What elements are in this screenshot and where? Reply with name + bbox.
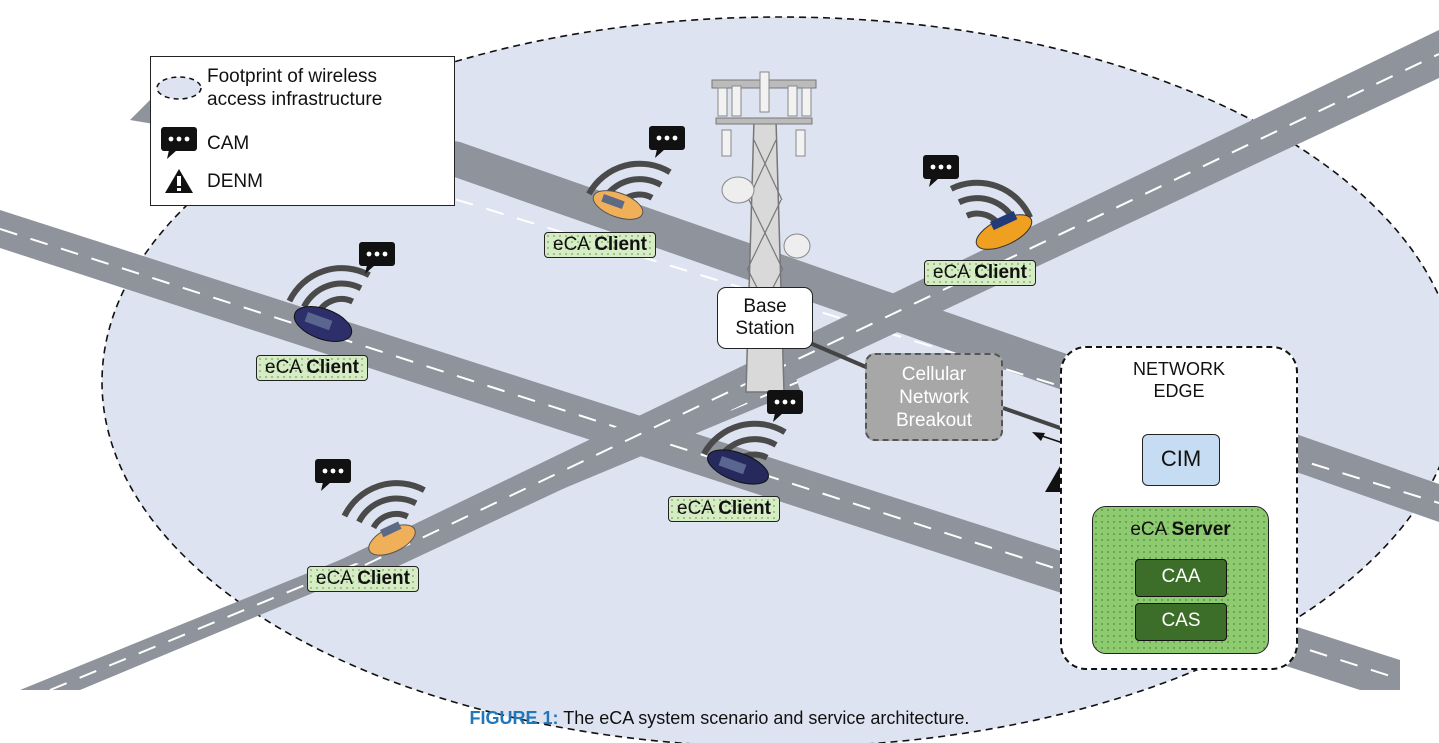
figure-label: FIGURE 1: [469, 708, 559, 728]
breakout-line1: Cellular [901, 363, 967, 385]
server-prefix: eCA [1130, 519, 1167, 540]
client-prefix: eCA [553, 234, 589, 255]
caa-box: CAA [1135, 559, 1227, 597]
cim-box: CIM [1142, 434, 1220, 486]
warning-icon [165, 169, 193, 193]
cas-box: CAS [1135, 603, 1227, 641]
vehicle-5 [315, 459, 431, 556]
client-label: eCA Client [256, 355, 368, 381]
vehicle-1 [584, 126, 685, 220]
figure-caption: FIGURE 1: The eCA system scenario and se… [0, 708, 1439, 729]
legend-footprint-line2: access infrastructure [207, 89, 383, 110]
client-role: Client [974, 262, 1027, 283]
legend-cam-label: CAM [207, 132, 250, 154]
base-station-label: Base Station [717, 287, 813, 349]
breakout-line2: Network [899, 386, 969, 408]
client-prefix: eCA [677, 498, 713, 519]
client-role: Client [306, 357, 359, 378]
bs-breakout-link [809, 341, 867, 369]
client-prefix: eCA [265, 357, 301, 378]
base-station-line1: Base [743, 296, 787, 317]
network-edge-title-line1: NETWORK [1133, 359, 1225, 379]
client-label: eCA Client [544, 232, 656, 258]
base-station-line2: Station [735, 318, 795, 339]
legend: Footprint of wireless access infrastruct… [150, 56, 455, 206]
client-prefix: eCA [933, 262, 969, 283]
legend-cam: CAM [151, 127, 454, 159]
network-edge: NETWORK EDGE CIM eCA Server CAA CAS [1060, 346, 1298, 670]
legend-footprint-line1: Footprint of wireless [207, 66, 378, 87]
network-edge-title-line2: EDGE [1153, 381, 1205, 401]
legend-denm: DENM [151, 167, 454, 195]
cellular-network-breakout: Cellular Network Breakout [865, 353, 1003, 441]
legend-denm-label: DENM [207, 170, 263, 192]
message-bubble-icon [161, 127, 197, 159]
breakout-line3: Breakout [895, 409, 973, 431]
eca-server-title: eCA Server [1093, 519, 1268, 541]
client-role: Client [594, 234, 647, 255]
vehicle-3 [284, 242, 395, 342]
server-role: Server [1171, 519, 1231, 540]
road-southwest-northeast-upper [340, 30, 1439, 570]
footprint-icon [156, 76, 202, 100]
client-label: eCA Client [668, 496, 780, 522]
client-role: Client [357, 568, 410, 589]
client-label: eCA Client [924, 260, 1036, 286]
caption-text: The eCA system scenario and service arch… [563, 708, 970, 728]
client-label: eCA Client [307, 566, 419, 592]
vehicle-4 [699, 390, 803, 485]
vehicle-2 [923, 155, 1037, 250]
legend-footprint: Footprint of wireless access infrastruct… [151, 65, 454, 111]
client-role: Client [718, 498, 771, 519]
eca-server: eCA Server CAA CAS [1092, 506, 1269, 654]
client-prefix: eCA [316, 568, 352, 589]
network-edge-title: NETWORK EDGE [1062, 358, 1296, 402]
